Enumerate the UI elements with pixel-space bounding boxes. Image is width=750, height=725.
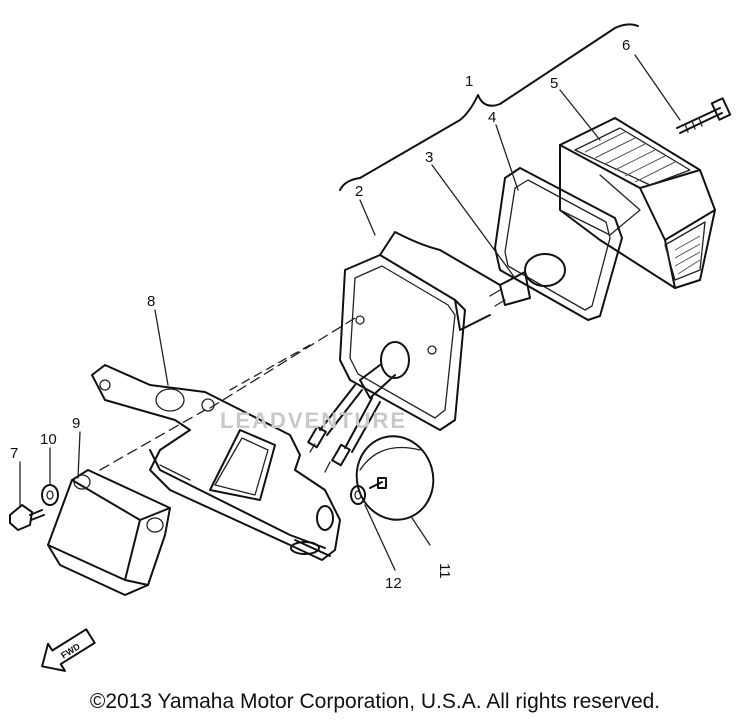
callout-9: 9 [72, 415, 80, 432]
leader-lines [19, 54, 681, 571]
fwd-arrow-icon: FWD [41, 628, 96, 672]
mount-guide-line-3 [229, 344, 311, 391]
callout-10: 10 [40, 431, 57, 448]
copyright-notice: ©2013 Yamaha Motor Corporation, U.S.A. A… [89, 690, 661, 713]
washer-part-12 [350, 477, 387, 505]
callout-6: 6 [622, 37, 630, 54]
screw-part-6 [676, 97, 732, 134]
washer-part-10 [41, 484, 59, 506]
bolt-part-7 [9, 504, 45, 531]
watermark: LEADVENTURE [220, 408, 408, 433]
reflector-part-11 [355, 435, 435, 521]
parts-diagram: 1 2 3 4 5 6 7 8 9 10 11 12 FWD [9, 23, 732, 672]
callout-5: 5 [550, 75, 558, 92]
bulb-part-3 [489, 253, 566, 307]
license-lamp-part-9 [47, 469, 171, 596]
bracket-plate-part-8 [91, 364, 341, 561]
lamp-base-part-2 [339, 231, 501, 431]
assembly-bracket [339, 23, 639, 191]
callout-12: 12 [385, 575, 402, 592]
mount-guide-line [209, 317, 356, 409]
mount-guide-line-2 [99, 409, 206, 471]
wire-connectors [307, 384, 381, 473]
callout-11: 11 [436, 563, 453, 579]
callout-8: 8 [147, 293, 155, 310]
callout-4: 4 [488, 109, 496, 126]
callout-7: 7 [10, 445, 18, 462]
callout-1: 1 [465, 73, 473, 90]
taillight-housing [559, 117, 716, 289]
gasket-part-4 [494, 167, 623, 321]
callout-2: 2 [355, 183, 363, 200]
callout-3: 3 [425, 149, 433, 166]
